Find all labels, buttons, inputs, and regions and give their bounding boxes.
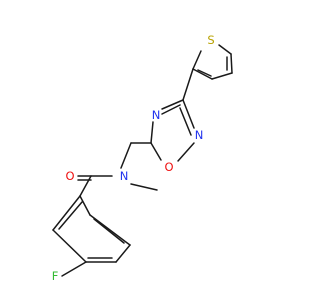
oxadiazole-oxygen-label: O: [164, 160, 173, 174]
molecule-structure-diagram: S N N O N O F: [52, 33, 233, 283]
amide-nitrogen-label: N: [120, 169, 129, 183]
bond-lines: [52, 44, 233, 277]
carbonyl-oxygen-label: O: [65, 169, 74, 183]
fluorine-atom-label: F: [52, 269, 59, 283]
sulfur-atom-label: S: [207, 33, 214, 47]
atom-labels: S N N O N O F: [52, 33, 215, 283]
oxadiazole-nitrogen-2-label: N: [195, 128, 204, 142]
oxadiazole-nitrogen-4-label: N: [152, 108, 161, 122]
